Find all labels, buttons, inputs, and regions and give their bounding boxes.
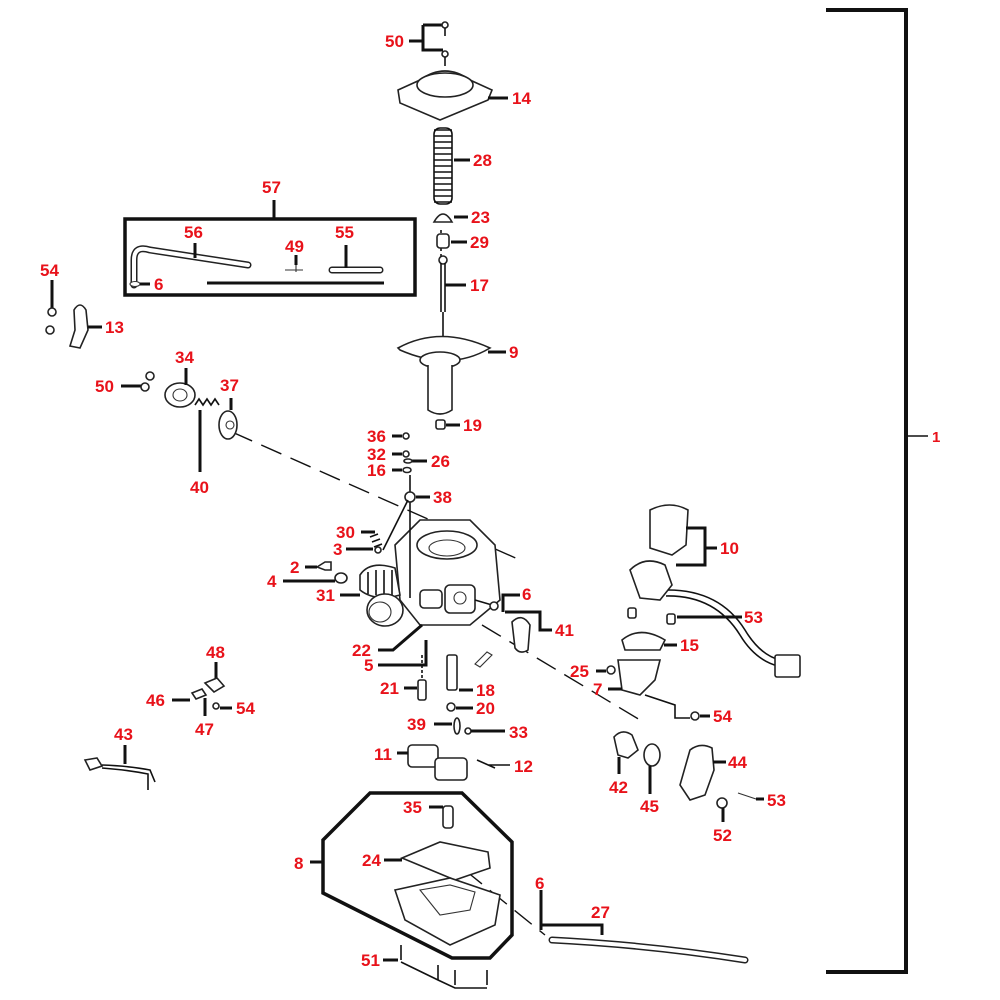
wire-harness-43 [83,745,156,790]
label-48[interactable]: 48 [206,643,225,662]
label-5[interactable]: 5 [364,656,373,675]
label-46[interactable]: 46 [146,691,165,710]
label-54-small[interactable]: 54 [236,699,255,718]
label-55[interactable]: 55 [335,223,354,242]
label-28[interactable]: 28 [473,151,492,170]
float-group [397,717,510,781]
label-39[interactable]: 39 [407,715,426,734]
label-18[interactable]: 18 [476,681,495,700]
label-8[interactable]: 8 [294,854,303,873]
label-30[interactable]: 30 [336,523,355,542]
label-31[interactable]: 31 [316,586,335,605]
label-54-left[interactable]: 54 [40,261,59,280]
label-42[interactable]: 42 [609,778,628,797]
label-37[interactable]: 37 [220,376,239,395]
label-49[interactable]: 49 [285,237,304,256]
label-16[interactable]: 16 [367,461,386,480]
label-6-low[interactable]: 6 [535,874,544,893]
label-7[interactable]: 7 [593,680,602,699]
label-14[interactable]: 14 [512,89,531,108]
spring-29 [436,233,467,249]
carburetor-body [359,519,501,627]
auto-choke-group [596,504,801,721]
label-25[interactable]: 25 [570,662,589,681]
label-47[interactable]: 47 [195,720,214,739]
label-33[interactable]: 33 [509,723,528,742]
label-43[interactable]: 43 [114,725,133,744]
assembly-bracket: 1 [826,8,940,974]
label-27[interactable]: 27 [591,903,610,922]
label-51[interactable]: 51 [361,951,380,970]
label-41[interactable]: 41 [555,621,574,640]
body-small-parts [283,432,430,667]
part-labels: 50 14 28 57 56 49 55 6 23 29 17 54 13 9 … [40,32,786,970]
label-36[interactable]: 36 [367,427,386,446]
label-50-top[interactable]: 50 [385,32,404,51]
label-21[interactable]: 21 [380,679,399,698]
label-44[interactable]: 44 [728,753,747,772]
label-23[interactable]: 23 [471,208,490,227]
jets-group [404,651,493,712]
label-13[interactable]: 13 [105,318,124,337]
label-32[interactable]: 32 [367,445,386,464]
right-bottom-group [613,731,764,822]
drain-hose-27 [539,890,749,964]
label-15[interactable]: 15 [680,636,699,655]
label-19[interactable]: 19 [463,416,482,435]
label-11[interactable]: 11 [374,745,392,764]
label-56[interactable]: 56 [184,223,203,242]
label-29[interactable]: 29 [470,233,489,252]
bracket-13 [45,280,102,349]
sensor-48-group [172,662,232,716]
label-24[interactable]: 24 [362,851,381,870]
label-4[interactable]: 4 [267,572,277,591]
top-cover-14 [397,70,508,121]
diaphragm-slide-9 [396,335,506,415]
label-38[interactable]: 38 [433,488,452,507]
screw-50-top [409,21,449,66]
label-10[interactable]: 10 [720,539,739,558]
label-6-kit[interactable]: 6 [154,275,163,294]
float-bowl-set-8 [310,791,514,960]
label-53-mid[interactable]: 53 [744,608,763,627]
label-17[interactable]: 17 [470,276,489,295]
label-50-left[interactable]: 50 [95,377,114,396]
label-54-right[interactable]: 54 [713,707,732,726]
cover-34-group [121,368,238,472]
label-26[interactable]: 26 [431,452,450,471]
hose-kit-57 [123,200,417,297]
label-22[interactable]: 22 [352,641,371,660]
label-2[interactable]: 2 [290,558,299,577]
label-9[interactable]: 9 [509,343,518,362]
label-53-low[interactable]: 53 [767,791,786,810]
label-1[interactable]: 1 [932,429,940,446]
label-6-mid[interactable]: 6 [522,585,531,604]
label-34[interactable]: 34 [175,348,194,367]
jet-needle-17 [438,255,466,342]
needle-retainer-23 [432,213,468,223]
label-45[interactable]: 45 [640,797,659,816]
label-35[interactable]: 35 [403,798,422,817]
hose-41-group [501,593,552,653]
label-57[interactable]: 57 [262,178,281,197]
spring-28 [433,127,470,205]
label-52[interactable]: 52 [713,826,732,845]
screws-51 [383,945,488,989]
label-40[interactable]: 40 [190,478,209,497]
seal-19 [435,419,460,430]
label-12[interactable]: 12 [514,757,533,776]
label-20[interactable]: 20 [476,699,495,718]
label-3[interactable]: 3 [333,540,342,559]
